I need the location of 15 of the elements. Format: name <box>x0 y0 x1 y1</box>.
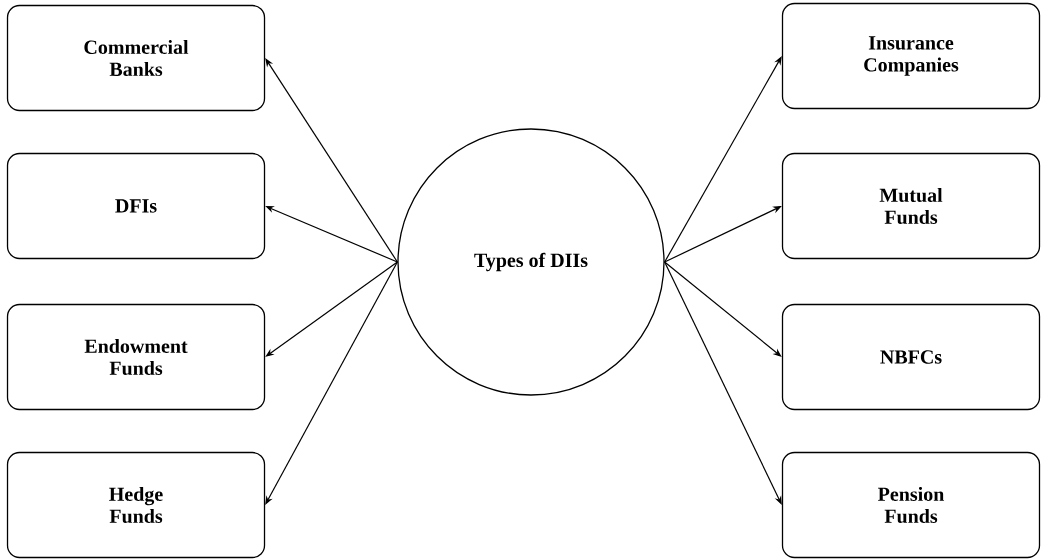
arrow <box>265 261 398 505</box>
circle-node: Types of DIIs <box>397 128 665 396</box>
arrow <box>265 261 398 357</box>
category-box: Mutual Funds <box>781 152 1041 260</box>
category-box: Endowment Funds <box>6 303 266 411</box>
arrow <box>265 58 398 263</box>
category-box: Commercial Banks <box>6 4 266 112</box>
category-box: Hedge Funds <box>6 451 266 559</box>
category-box: Pension Funds <box>781 451 1041 559</box>
arrow <box>664 261 782 505</box>
category-box: DFIs <box>6 152 266 260</box>
category-box: Insurance Companies <box>781 2 1041 110</box>
category-box: NBFCs <box>781 303 1041 411</box>
arrow <box>664 261 782 357</box>
arrow <box>664 56 782 263</box>
